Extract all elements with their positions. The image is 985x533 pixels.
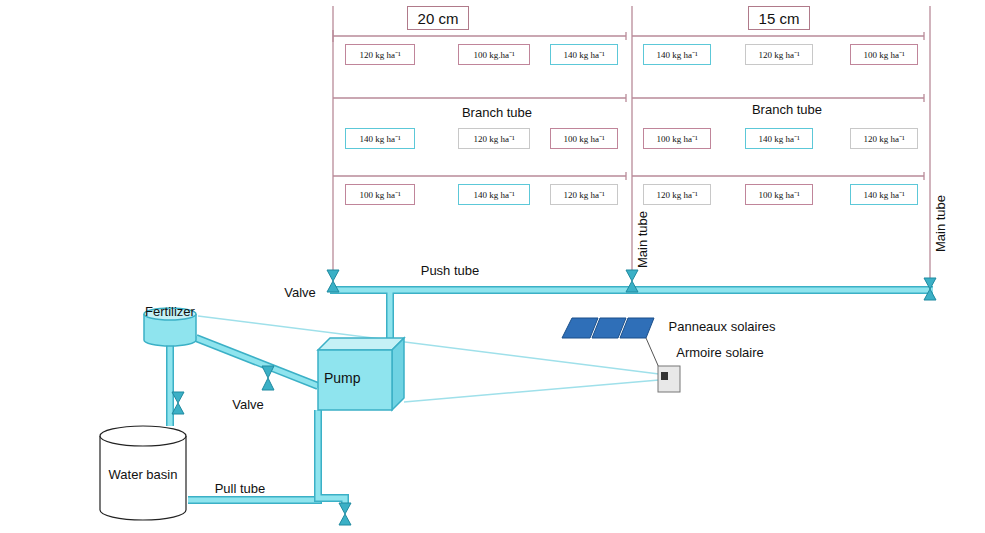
fertilizer-plot: 120 kg ha⁻¹ bbox=[458, 128, 530, 149]
fertilizer-tank: Fertilizer bbox=[136, 304, 204, 348]
node-label: 120 kg ha⁻¹ bbox=[656, 188, 697, 201]
fertilizer-plot: 100 kg.ha⁻¹ bbox=[458, 44, 530, 65]
part-label: Armoire solaire bbox=[676, 345, 763, 360]
node-label: 100 kg ha⁻¹ bbox=[563, 132, 604, 145]
fertilizer-plot: 100 kg ha⁻¹ bbox=[745, 184, 813, 205]
node-label: Water basin bbox=[109, 467, 178, 482]
solar-cabinet bbox=[658, 366, 680, 392]
node-label: Pump bbox=[324, 370, 361, 386]
node-label: 140 kg ha⁻¹ bbox=[863, 188, 904, 201]
fertilizer-plot: 100 kg ha⁻¹ bbox=[550, 128, 618, 149]
field-lines bbox=[333, 6, 930, 282]
tube-label: Branch tube bbox=[462, 105, 532, 120]
part-label: Panneaux solaires bbox=[669, 319, 776, 334]
node-label: 120 kg ha⁻¹ bbox=[863, 132, 904, 145]
fertilizer-plot: 120 kg ha⁻¹ bbox=[850, 128, 918, 149]
node-label: 20 cm bbox=[418, 10, 459, 27]
fertilizer-plot: 120 kg ha⁻¹ bbox=[643, 184, 711, 205]
fertilizer-plot: 120 kg ha⁻¹ bbox=[550, 184, 618, 205]
node-label: 100 kg.ha⁻¹ bbox=[473, 48, 514, 61]
fertilizer-plot: 140 kg ha⁻¹ bbox=[458, 184, 530, 205]
fertilizer-plot: 140 kg ha⁻¹ bbox=[850, 184, 918, 205]
node-label: Fertilizer bbox=[145, 304, 195, 319]
fertilizer-plot: 120 kg ha⁻¹ bbox=[745, 44, 813, 65]
node-label: 100 kg ha⁻¹ bbox=[359, 188, 400, 201]
water-pipe bbox=[170, 342, 171, 426]
fertilizer-plot: 120 kg ha⁻¹ bbox=[345, 44, 415, 65]
valve-label: Valve bbox=[232, 397, 264, 412]
node-label: 140 kg ha⁻¹ bbox=[563, 48, 604, 61]
water-basin: Water basin bbox=[98, 424, 188, 524]
pump-box: Pump bbox=[316, 336, 406, 412]
node-label: 120 kg ha⁻¹ bbox=[758, 48, 799, 61]
valve-label: Valve bbox=[284, 285, 316, 300]
node-label: 140 kg ha⁻¹ bbox=[656, 48, 697, 61]
node-label: 100 kg ha⁻¹ bbox=[656, 132, 697, 145]
tube-label: Main tube bbox=[935, 194, 948, 251]
spacing-header: 15 cm bbox=[748, 6, 810, 30]
node-label: 140 kg ha⁻¹ bbox=[473, 188, 514, 201]
node-label: 15 cm bbox=[759, 10, 800, 27]
fertilizer-plot: 140 kg ha⁻¹ bbox=[345, 128, 415, 149]
node-label: 140 kg ha⁻¹ bbox=[758, 132, 799, 145]
fertilizer-plot: 140 kg ha⁻¹ bbox=[550, 44, 618, 65]
node-label: 120 kg ha⁻¹ bbox=[359, 48, 400, 61]
node-label: 100 kg ha⁻¹ bbox=[758, 188, 799, 201]
node-label: 100 kg ha⁻¹ bbox=[863, 48, 904, 61]
node-label: 140 kg ha⁻¹ bbox=[359, 132, 400, 145]
part-label: Pull tube bbox=[215, 481, 266, 496]
valves bbox=[172, 270, 936, 525]
control-wires bbox=[198, 316, 659, 402]
fertilizer-plot: 140 kg ha⁻¹ bbox=[745, 128, 813, 149]
part-label: Push tube bbox=[421, 263, 480, 278]
water-pipe bbox=[196, 338, 318, 386]
fertilizer-plot: 100 kg ha⁻¹ bbox=[643, 128, 711, 149]
tube-label: Main tube bbox=[637, 210, 650, 267]
node-label: 120 kg ha⁻¹ bbox=[563, 188, 604, 201]
fertilizer-plot: 140 kg ha⁻¹ bbox=[643, 44, 711, 65]
solar-panels bbox=[562, 318, 660, 370]
node-label: 120 kg ha⁻¹ bbox=[473, 132, 514, 145]
push-tube bbox=[318, 290, 933, 505]
fertilizer-plot: 100 kg ha⁻¹ bbox=[850, 44, 918, 65]
fertilizer-plot: 100 kg ha⁻¹ bbox=[345, 184, 415, 205]
spacing-header: 20 cm bbox=[407, 6, 469, 30]
tube-label: Branch tube bbox=[752, 102, 822, 117]
water-pipe bbox=[188, 412, 318, 500]
